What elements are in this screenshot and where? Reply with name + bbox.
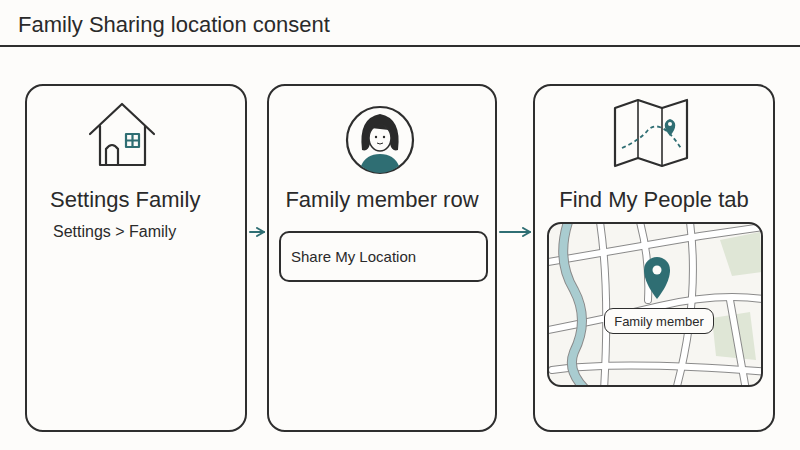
flow-arrow	[500, 231, 530, 233]
settings-row: Share My Location	[279, 231, 488, 282]
title-rule	[0, 45, 800, 47]
step-panel: Family member rowShare My Location	[267, 84, 497, 432]
panel-heading: Find My People tab	[559, 187, 749, 213]
step-panel: Settings FamilySettings > Family	[25, 84, 247, 432]
map-icon	[615, 100, 687, 166]
diagram-title: Family Sharing location consent	[18, 12, 330, 38]
flow-arrow	[250, 231, 264, 233]
map-view	[548, 222, 770, 392]
breadcrumb-text: Settings > Family	[53, 223, 176, 241]
map-label-text: Family member	[614, 314, 704, 329]
row-label: Share My Location	[291, 248, 416, 265]
step-panel: Find My People tabFamily member	[533, 84, 775, 432]
panel-heading: Family member row	[285, 187, 478, 213]
house-icon	[90, 104, 154, 165]
map-label: Family member	[604, 308, 714, 334]
avatar-icon	[347, 107, 413, 173]
panel-heading: Settings Family	[50, 187, 200, 213]
